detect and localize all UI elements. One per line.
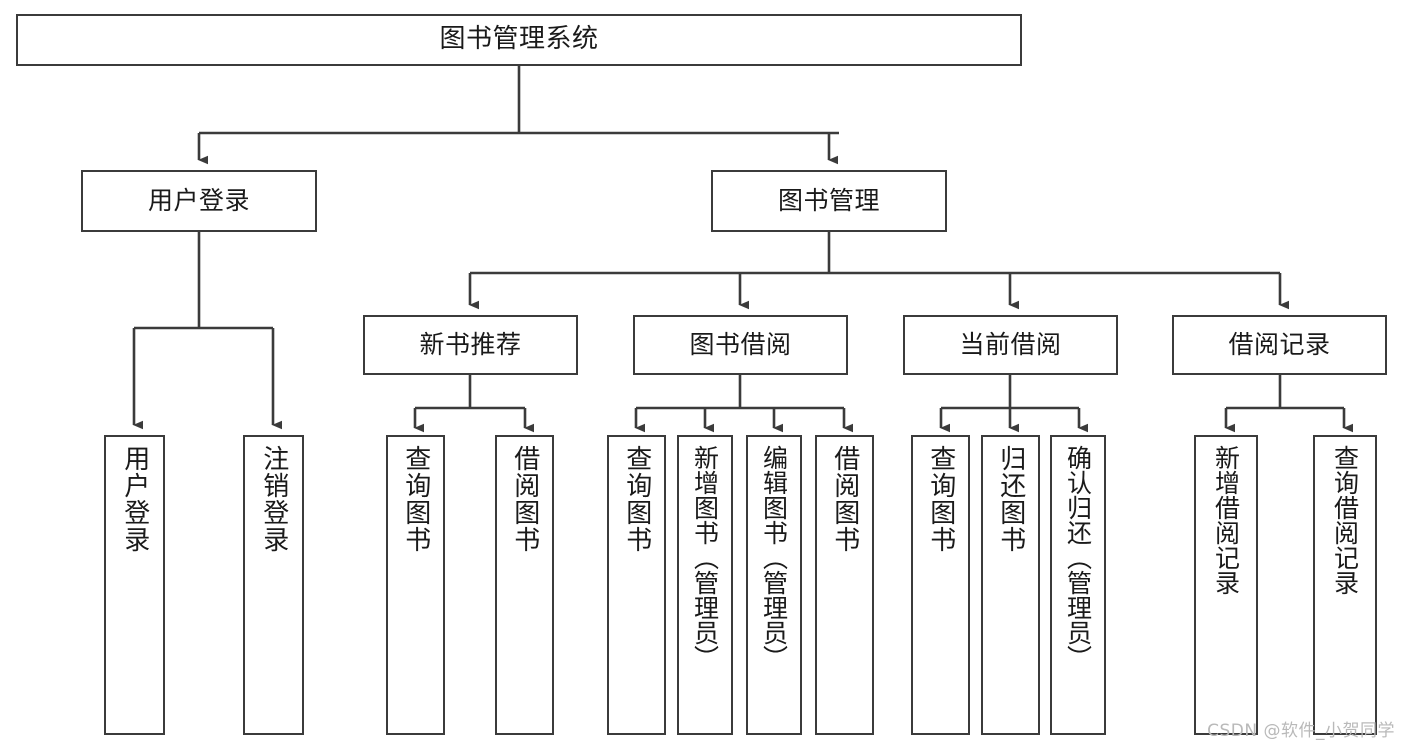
node-user-login[interactable]: 用户登录 [81,170,317,232]
node-leaf-query-book-2[interactable]: 查询图书 [607,435,666,735]
node-leaf-edit-book[interactable]: 编辑图书（管理员） [746,435,802,735]
node-book-borrow[interactable]: 图书借阅 [633,315,848,375]
node-leaf-borrow-book-1-label: 借阅图书 [509,445,540,553]
node-root[interactable]: 图书管理系统 [16,14,1022,66]
node-leaf-query-book-1-label: 查询图书 [400,445,431,553]
node-leaf-logout-login[interactable]: 注销登录 [243,435,304,735]
node-book-management-label: 图书管理 [777,186,880,215]
node-current-borrow-label: 当前借阅 [959,330,1062,359]
node-leaf-query-book-3[interactable]: 查询图书 [911,435,970,735]
node-leaf-query-book-2-label: 查询图书 [621,445,652,553]
node-leaf-confirm-return-label: 确认归还（管理员） [1063,445,1093,670]
node-book-borrow-label: 图书借阅 [689,330,792,359]
node-leaf-borrow-book-2[interactable]: 借阅图书 [815,435,874,735]
node-borrow-record-label: 借阅记录 [1228,330,1331,359]
node-leaf-user-login-label: 用户登录 [119,445,150,553]
node-leaf-borrow-book-2-label: 借阅图书 [829,445,860,553]
node-leaf-query-book-3-label: 查询图书 [925,445,956,553]
node-leaf-confirm-return[interactable]: 确认归还（管理员） [1050,435,1106,735]
node-leaf-query-record-label: 查询借阅记录 [1330,445,1360,595]
node-leaf-logout-login-label: 注销登录 [258,445,289,553]
node-leaf-user-login[interactable]: 用户登录 [104,435,165,735]
node-leaf-add-record[interactable]: 新增借阅记录 [1194,435,1258,735]
node-user-login-label: 用户登录 [147,186,250,215]
node-borrow-record[interactable]: 借阅记录 [1172,315,1387,375]
node-leaf-add-book-label: 新增图书（管理员） [690,445,720,670]
node-leaf-return-book-label: 归还图书 [995,445,1026,553]
node-new-book-recommend-label: 新书推荐 [419,330,522,359]
node-leaf-return-book[interactable]: 归还图书 [981,435,1040,735]
node-leaf-add-record-label: 新增借阅记录 [1211,445,1241,595]
node-leaf-borrow-book-1[interactable]: 借阅图书 [495,435,554,735]
node-leaf-query-record[interactable]: 查询借阅记录 [1313,435,1377,735]
node-new-book-recommend[interactable]: 新书推荐 [363,315,578,375]
watermark-text: CSDN @软件_小贺同学 [1207,721,1395,741]
node-leaf-query-book-1[interactable]: 查询图书 [386,435,445,735]
node-leaf-add-book[interactable]: 新增图书（管理员） [677,435,733,735]
node-leaf-edit-book-label: 编辑图书（管理员） [759,445,789,670]
node-book-management[interactable]: 图书管理 [711,170,947,232]
node-current-borrow[interactable]: 当前借阅 [903,315,1118,375]
node-root-label: 图书管理系统 [439,24,599,55]
